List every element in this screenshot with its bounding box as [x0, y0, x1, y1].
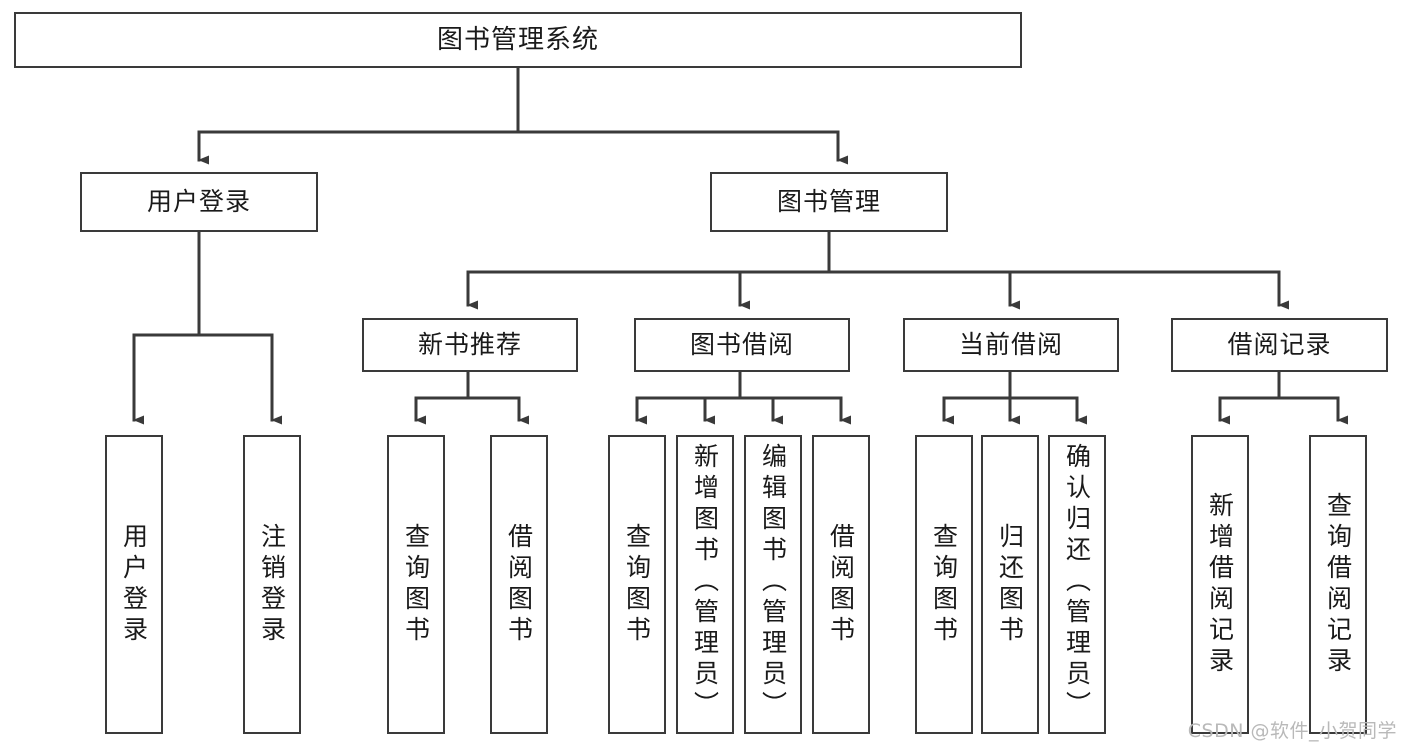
node-label: 查询借阅记录 [1323, 491, 1353, 678]
node-label: 注销登录 [257, 522, 287, 647]
node-leaf-borrow-book[interactable]: 借阅图书 [812, 435, 870, 734]
node-leaf-query-book-borrow[interactable]: 查询图书 [608, 435, 666, 734]
node-label: 查询图书 [622, 522, 652, 647]
node-book-manage[interactable]: 图书管理 [710, 172, 948, 232]
node-current-borrow[interactable]: 当前借阅 [903, 318, 1119, 372]
node-label: 查询图书 [401, 522, 431, 647]
node-new-book-recommend[interactable]: 新书推荐 [362, 318, 578, 372]
node-label: 确认归还（管理员） [1062, 443, 1092, 722]
node-book-borrow[interactable]: 图书借阅 [634, 318, 850, 372]
node-label: 新书推荐 [417, 330, 522, 360]
node-leaf-confirm-return[interactable]: 确认归还（管理员） [1048, 435, 1106, 734]
node-label: 用户登录 [119, 522, 149, 647]
watermark-text: CSDN @软件_小贺同学 [1187, 720, 1397, 742]
node-leaf-borrow-book-recommend[interactable]: 借阅图书 [490, 435, 548, 734]
node-label: 借阅图书 [826, 522, 856, 647]
node-leaf-query-book-recommend[interactable]: 查询图书 [387, 435, 445, 734]
node-label: 归还图书 [995, 522, 1025, 647]
node-label: 借阅图书 [504, 522, 534, 647]
node-label: 新增借阅记录 [1205, 491, 1235, 678]
node-leaf-user-logout[interactable]: 注销登录 [243, 435, 301, 734]
node-leaf-user-login[interactable]: 用户登录 [105, 435, 163, 734]
node-label: 用户登录 [146, 187, 251, 217]
node-leaf-add-book[interactable]: 新增图书（管理员） [676, 435, 734, 734]
node-label: 借阅记录 [1227, 330, 1332, 360]
node-label: 新增图书（管理员） [690, 443, 720, 722]
node-label: 图书管理系统 [436, 24, 599, 55]
node-borrow-record[interactable]: 借阅记录 [1171, 318, 1388, 372]
node-label: 图书管理 [776, 187, 881, 217]
node-leaf-query-book-current[interactable]: 查询图书 [915, 435, 973, 734]
node-label: 查询图书 [929, 522, 959, 647]
node-leaf-query-borrow-record[interactable]: 查询借阅记录 [1309, 435, 1367, 734]
node-label: 当前借阅 [958, 330, 1063, 360]
node-leaf-add-borrow-record[interactable]: 新增借阅记录 [1191, 435, 1249, 734]
node-label: 图书借阅 [689, 330, 794, 360]
node-user-login[interactable]: 用户登录 [80, 172, 318, 232]
node-leaf-return-book[interactable]: 归还图书 [981, 435, 1039, 734]
node-label: 编辑图书（管理员） [758, 443, 788, 722]
node-root-book-management-system[interactable]: 图书管理系统 [14, 12, 1022, 68]
node-leaf-edit-book[interactable]: 编辑图书（管理员） [744, 435, 802, 734]
